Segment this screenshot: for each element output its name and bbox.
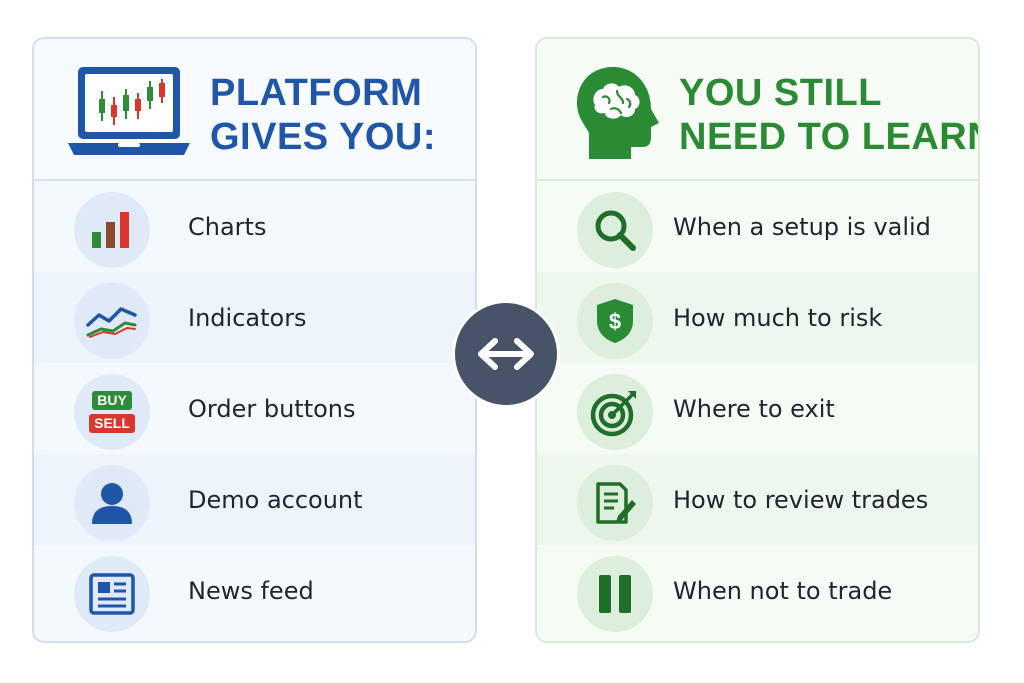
- list-item-label: Order buttons: [188, 394, 356, 423]
- order-buttons-icon-circle: BUY SELL: [74, 374, 150, 450]
- list-item-how-much-risk: $ How much to risk: [537, 272, 978, 363]
- learn-title-line-1: YOU STILL: [679, 72, 882, 114]
- list-item-order-buttons: BUY SELL Order buttons: [34, 363, 475, 454]
- buy-tag: BUY: [92, 391, 132, 410]
- list-item-indicators: Indicators: [34, 272, 475, 363]
- head-brain-icon: [577, 67, 659, 159]
- list-item-label: Where to exit: [673, 394, 835, 423]
- learn-panel-header: YOU STILL NEED TO LEARN:: [537, 39, 978, 181]
- double-arrow-icon: [478, 338, 534, 370]
- charts-icon-circle: [74, 192, 150, 268]
- line-chart-icon: [86, 307, 137, 338]
- exit-icon-circle: [577, 374, 653, 450]
- learn-title-line-2: NEED TO LEARN:: [679, 116, 980, 158]
- setup-valid-icon-circle: [577, 192, 653, 268]
- list-item-news-feed: News feed: [34, 545, 475, 636]
- platform-title-line-1: PLATFORM: [210, 72, 423, 114]
- list-item-charts: Charts: [34, 181, 475, 272]
- laptop-candlestick-icon: [68, 67, 190, 155]
- list-item-label: Demo account: [188, 485, 363, 514]
- list-item-setup-valid: When a setup is valid: [537, 181, 978, 272]
- list-item-label: News feed: [188, 576, 314, 605]
- not-trade-icon-circle: [577, 556, 653, 632]
- list-item-label: Indicators: [188, 303, 307, 332]
- list-item-review-trades: How to review trades: [537, 454, 978, 545]
- bar-chart-icon: [92, 212, 129, 248]
- platform-panel-title: PLATFORM GIVES YOU:: [210, 71, 460, 159]
- svg-text:$: $: [609, 309, 621, 334]
- list-item-label: How much to risk: [673, 303, 883, 332]
- learn-items-list: When a setup is valid $ How much to risk: [537, 181, 978, 636]
- demo-account-icon-circle: [74, 465, 150, 541]
- platform-panel: PLATFORM GIVES YOU: Charts: [32, 37, 477, 643]
- indicators-icon-circle: [74, 283, 150, 359]
- review-icon-circle: [577, 465, 653, 541]
- dollar-shield-icon: $: [597, 299, 633, 343]
- list-item-label: When a setup is valid: [673, 212, 931, 241]
- list-item-where-exit: Where to exit: [537, 363, 978, 454]
- newspaper-icon: [89, 573, 135, 615]
- platform-title-line-2: GIVES YOU:: [210, 116, 437, 158]
- pause-icon: [599, 575, 631, 613]
- list-item-label: Charts: [188, 212, 267, 241]
- user-icon: [92, 483, 132, 524]
- sell-tag: SELL: [89, 414, 135, 433]
- document-pencil-icon: [596, 482, 636, 524]
- buy-sell-icon: BUY SELL: [89, 391, 135, 433]
- double-arrow-circle: [455, 303, 557, 405]
- list-item-label: How to review trades: [673, 485, 929, 514]
- list-item-not-trade: When not to trade: [537, 545, 978, 636]
- list-item-label: When not to trade: [673, 576, 893, 605]
- learn-panel-title: YOU STILL NEED TO LEARN:: [679, 71, 980, 159]
- news-feed-icon-circle: [74, 556, 150, 632]
- platform-items-list: Charts Indicators BUY SELL: [34, 181, 475, 636]
- list-item-demo-account: Demo account: [34, 454, 475, 545]
- risk-icon-circle: $: [577, 283, 653, 359]
- magnifier-icon: [595, 210, 636, 251]
- target-arrow-icon: [590, 391, 636, 437]
- learn-panel: YOU STILL NEED TO LEARN: When a setup is…: [535, 37, 980, 643]
- platform-panel-header: PLATFORM GIVES YOU:: [34, 39, 475, 181]
